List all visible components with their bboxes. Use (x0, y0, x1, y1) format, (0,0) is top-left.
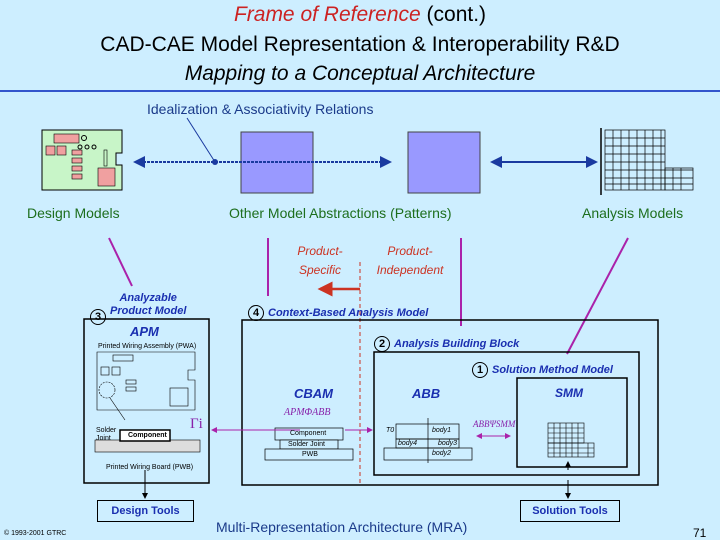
cbam-solder-joint: Solder Joint (288, 441, 325, 448)
abb-body1: body1 (432, 427, 452, 434)
cbam-pwb: PWB (302, 451, 318, 458)
abb-body3: body3 (438, 440, 458, 447)
cbam-number: 4 (248, 305, 264, 321)
smm-label: SMM (555, 386, 583, 400)
cbam-box (241, 319, 659, 486)
pwa-sketch (94, 351, 201, 453)
cbam-heading: 4 Context-Based Analysis Model (248, 305, 428, 321)
cbam-label: CBAM (294, 386, 333, 401)
pwb-label: Printed Wiring Board (PWB) (106, 464, 194, 471)
title-line-3: Mapping to a Conceptual Architecture (184, 62, 536, 85)
smm-heading: 1 Solution Method Model (472, 362, 613, 378)
product-independent-label: Product- Independent (368, 242, 452, 280)
pattern-box-product-independent (407, 131, 481, 194)
apm-heading-2: Product Model (110, 305, 187, 317)
abb-t0: T0 (386, 427, 395, 434)
title-line-1: Frame of Reference (cont.) (0, 3, 720, 27)
abb-number: 2 (374, 336, 390, 352)
product-independent-line1: Product- (387, 244, 433, 258)
abb-body2: body2 (432, 450, 452, 457)
psi-mapping-label: ABBΨSMM (473, 419, 516, 429)
analysis-models-label: Analysis Models (582, 205, 684, 221)
smm-mesh (547, 422, 595, 458)
product-independent-line2: Independent (376, 263, 444, 277)
apm-component-label: Component (128, 432, 167, 439)
cbam-heading-text: Context-Based Analysis Model (268, 307, 429, 319)
design-tools-box: Design Tools (97, 500, 194, 522)
mapping-lines (108, 237, 629, 355)
product-specific-line1: Product- (297, 244, 343, 258)
apm-number: 3 (90, 309, 106, 325)
smm-box (516, 377, 628, 468)
solution-tools-box: Solution Tools (520, 500, 620, 522)
mra-label: Multi-Representation Architecture (MRA) (216, 519, 468, 535)
apm-heading-1: Analyzable (119, 292, 177, 304)
relations-label: Idealization & Associativity Relations (147, 101, 374, 117)
cbam-component: Component (290, 430, 327, 437)
smm-heading-text: Solution Method Model (492, 364, 613, 376)
title-red: Frame of Reference (233, 3, 421, 26)
gamma-label: Γi (190, 416, 203, 432)
pcb-design-model-icon (41, 129, 123, 191)
abb-box (373, 351, 640, 476)
abb-heading: 2 Analysis Building Block (374, 336, 519, 352)
solder-line2: Joint (96, 435, 111, 442)
title-cont: (cont.) (426, 3, 487, 26)
smm-number: 1 (472, 362, 488, 378)
relations-pointer (186, 117, 216, 163)
abb-heading-text: Analysis Building Block (394, 338, 520, 350)
phi-mapping-label: APMΦABB (284, 407, 331, 418)
solder-line1: Solder (96, 427, 117, 434)
page-number: 71 (693, 526, 707, 540)
product-specific-label: Product- Specific (290, 242, 350, 280)
apm-box (83, 318, 210, 484)
other-models-label: Other Model Abstractions (Patterns) (229, 205, 452, 221)
fe-mesh-analysis-model-icon (600, 128, 694, 195)
abb-stack (383, 418, 473, 463)
design-models-label: Design Models (27, 205, 120, 221)
copyright: © 1993-2001 GTRC (4, 530, 67, 537)
product-specific-line2: Specific (298, 263, 342, 277)
pwa-label: Printed Wiring Assembly (PWA) (98, 343, 197, 350)
abb-label: ABB (412, 386, 441, 401)
cbam-stack (264, 427, 354, 461)
apm-label: APM (130, 324, 159, 339)
title-line-2: CAD-CAE Model Representation & Interoper… (100, 33, 620, 56)
abb-body4: body4 (398, 440, 418, 447)
